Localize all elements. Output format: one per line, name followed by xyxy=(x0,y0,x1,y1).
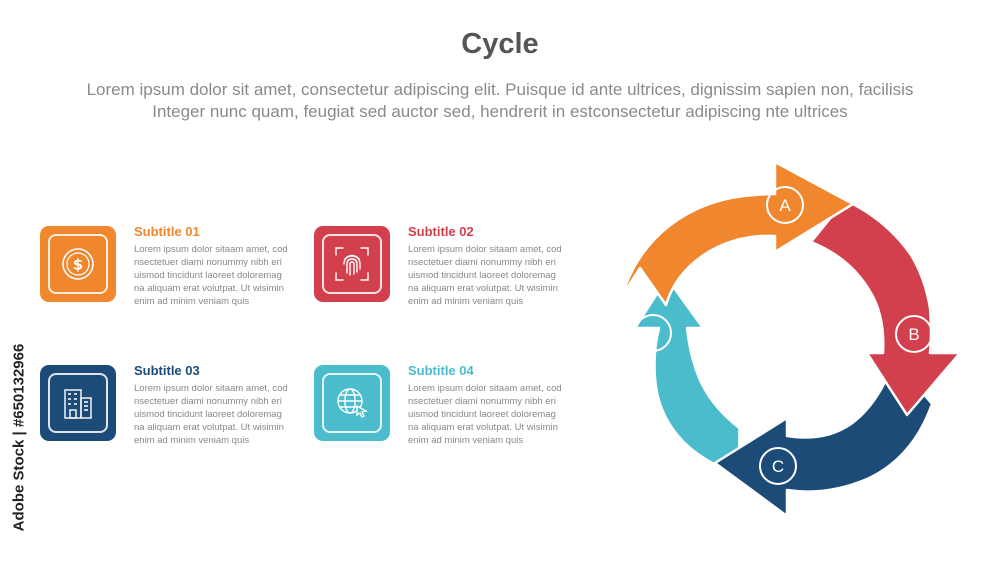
office-building-icon xyxy=(48,373,108,433)
cycle-marker-d: D xyxy=(634,314,672,352)
item-title-02: Subtitle 02 xyxy=(408,224,474,239)
watermark: Adobe Stock | #650132966 xyxy=(4,322,34,552)
cycle-label-c: C xyxy=(772,457,784,476)
cycle-label-d: D xyxy=(647,324,659,343)
icon-box-01: $ xyxy=(40,226,116,302)
page-title: Cycle xyxy=(461,28,539,60)
item-title-04: Subtitle 04 xyxy=(408,363,474,378)
watermark-text: Adobe Stock | #650132966 xyxy=(10,343,28,531)
cycle-marker-b: B xyxy=(895,315,933,353)
description-line-1: Lorem ipsum dolor sit amet, consectetur … xyxy=(86,80,914,99)
item-body-01: Lorem ipsum dolor sitaam amet, cod nsect… xyxy=(134,244,288,307)
icon-box-04 xyxy=(314,365,390,441)
item-body-02: Lorem ipsum dolor sitaam amet, cod nsect… xyxy=(408,244,562,307)
svg-text:$: $ xyxy=(73,256,83,274)
dollar-coin-icon: $ xyxy=(48,234,108,294)
icon-box-03 xyxy=(40,365,116,441)
cycle-segment-d xyxy=(633,276,753,478)
cycle-label-b: B xyxy=(908,325,919,344)
description-line-2: Integer nunc quam, feugiat sed auctor se… xyxy=(152,102,848,121)
item-body-03: Lorem ipsum dolor sitaam amet, cod nsect… xyxy=(134,383,288,446)
cycle-segment-c xyxy=(713,364,934,518)
item-title-03: Subtitle 03 xyxy=(134,363,200,378)
cycle-diagram: A B C D xyxy=(620,160,962,518)
cycle-segment-b xyxy=(809,198,962,417)
icon-box-02 xyxy=(314,226,390,302)
item-body-04: Lorem ipsum dolor sitaam amet, cod nsect… xyxy=(408,383,562,446)
fingerprint-icon xyxy=(322,234,382,294)
cycle-label-a: A xyxy=(779,196,791,215)
cycle-marker-a: A xyxy=(766,186,804,224)
item-title-01: Subtitle 01 xyxy=(134,224,200,239)
cycle-marker-c: C xyxy=(759,447,797,485)
globe-cursor-icon xyxy=(322,373,382,433)
